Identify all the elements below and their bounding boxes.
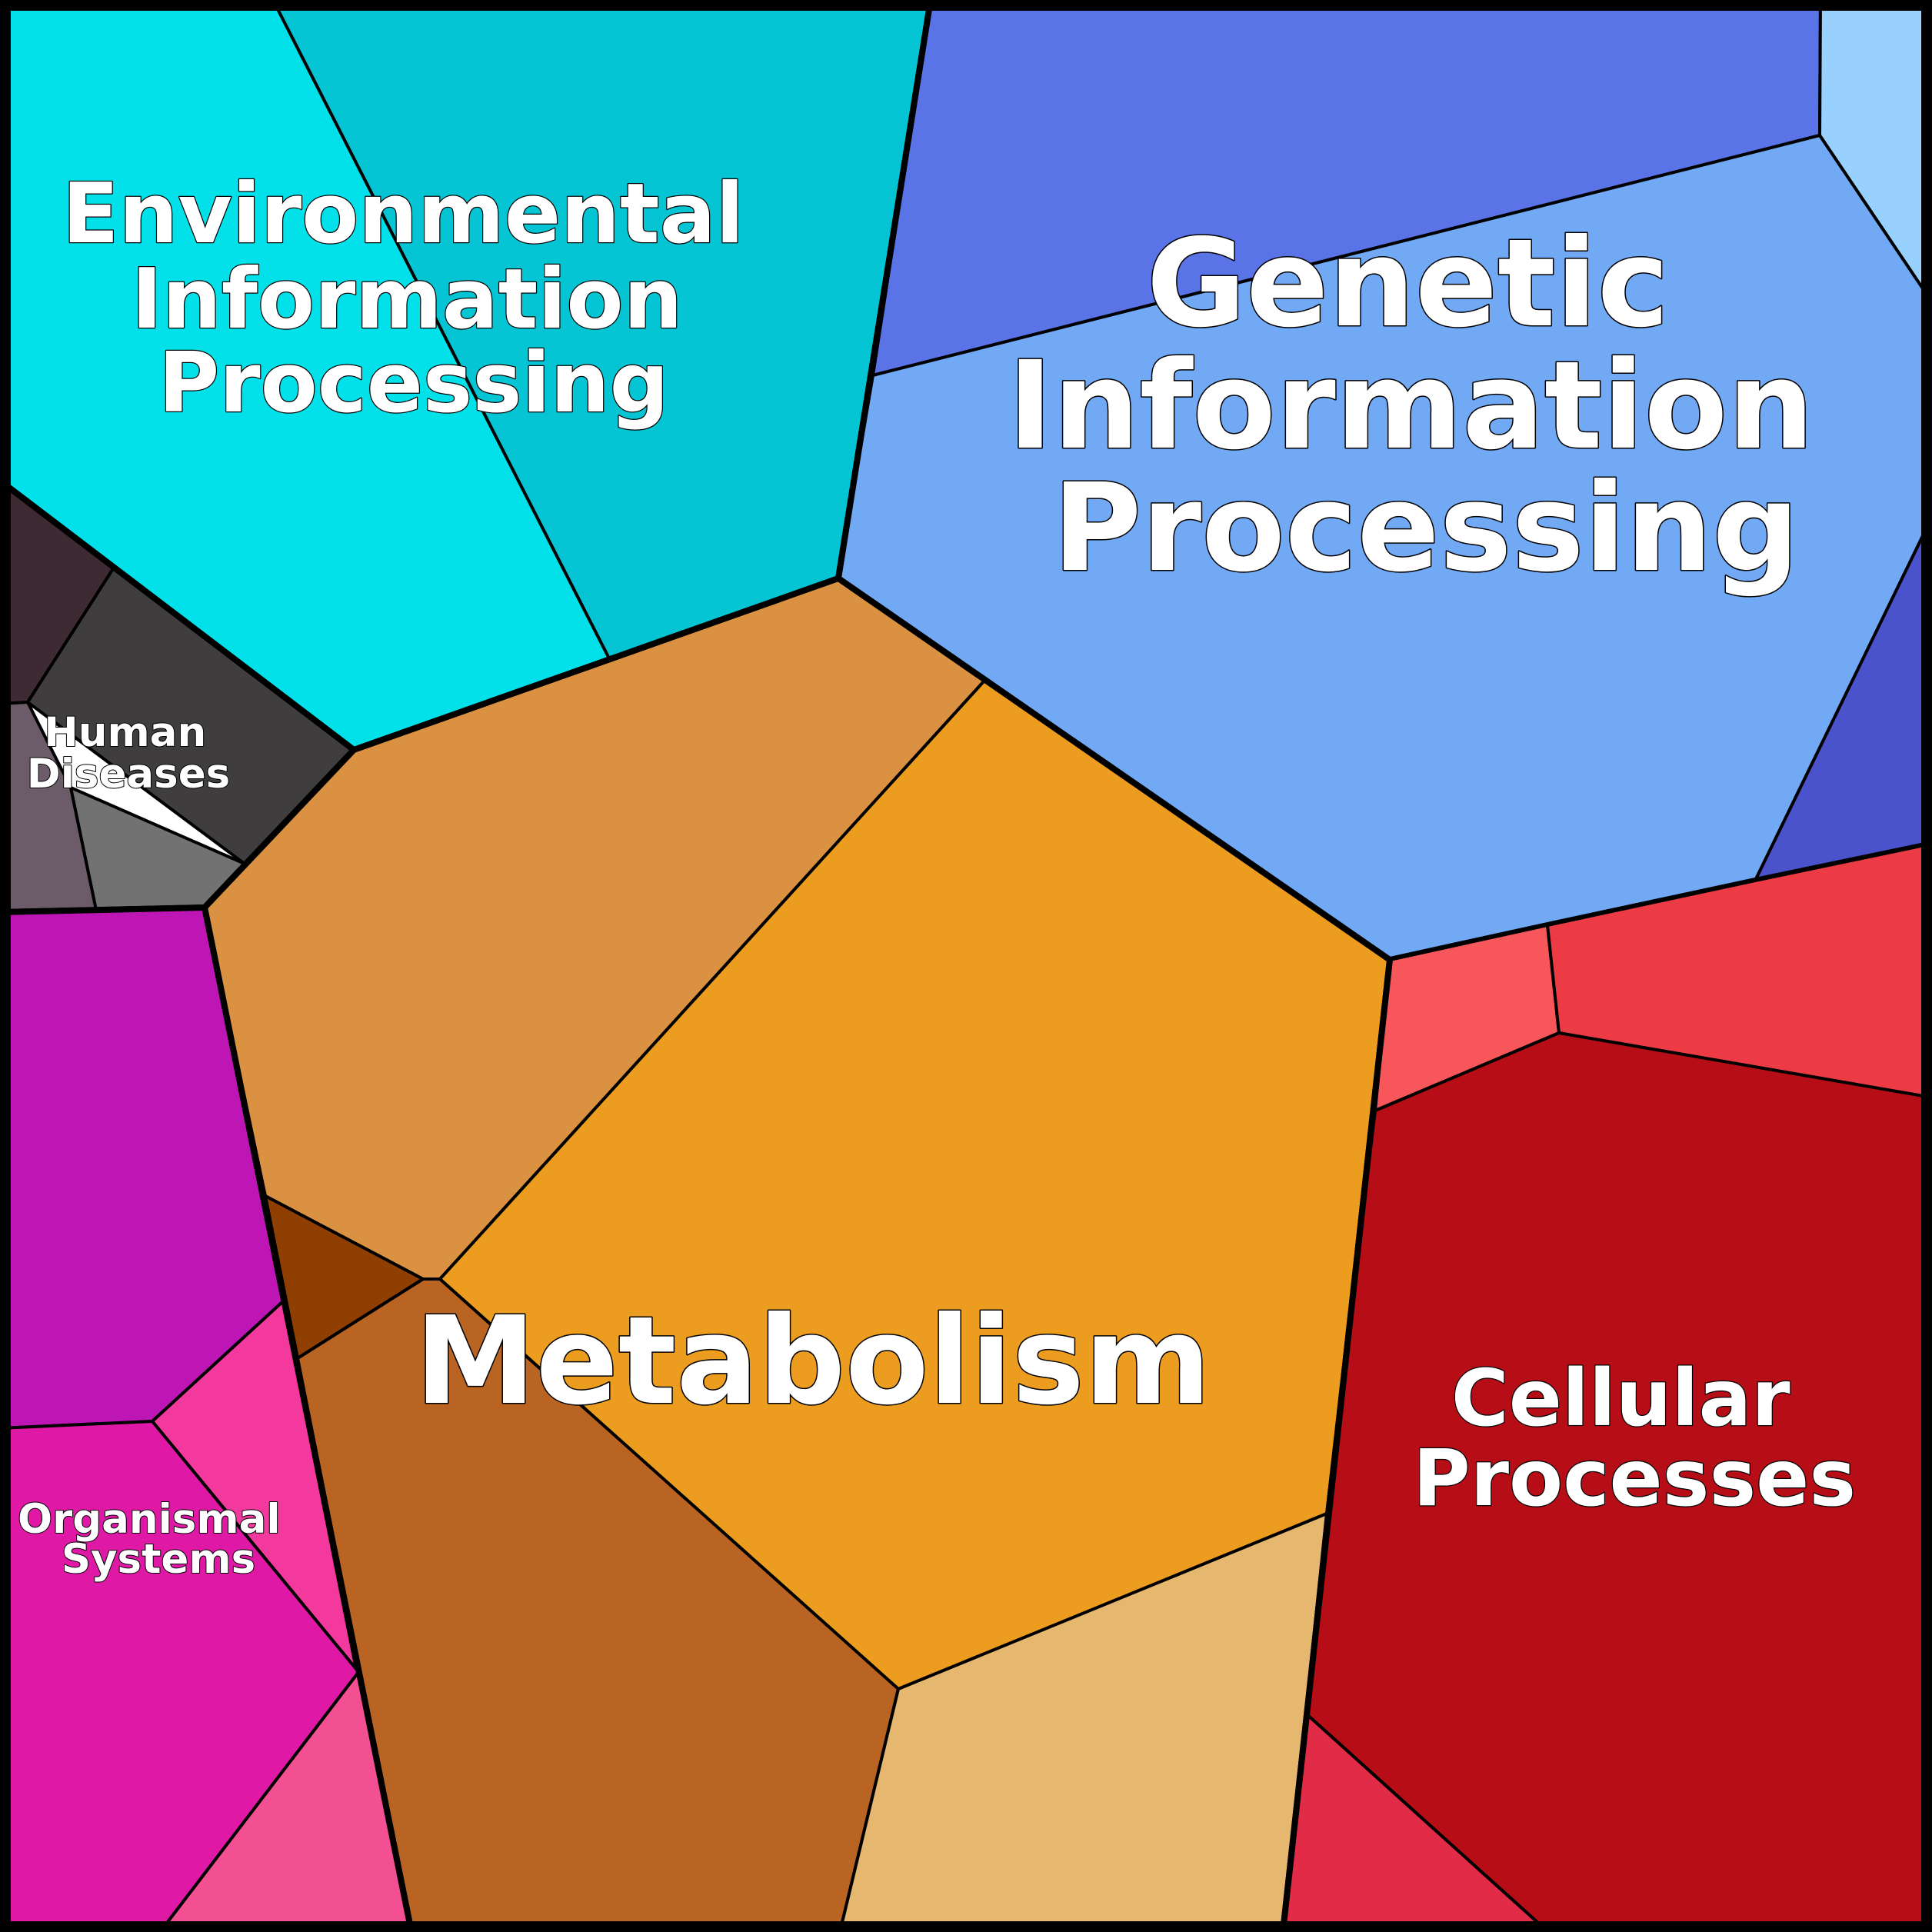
label-organismal-line-1: Organismal (18, 1496, 281, 1543)
label-organismal: Organismal Systems (18, 1496, 295, 1583)
label-cellular-line-1: Cellular (1451, 1353, 1790, 1444)
label-cellular-line-2: Processes (1413, 1433, 1856, 1524)
label-environmental-line-3: Processing (158, 335, 669, 431)
label-environmental-line-1: Environmental (62, 166, 744, 262)
label-environmental: Environmental Information Processing (62, 166, 773, 431)
metabolism-cell-5 (838, 1512, 1328, 1932)
label-organismal-line-2: Systems (62, 1536, 255, 1583)
cellular-outline (1280, 957, 1393, 1932)
cellular-cell-2 (1546, 842, 1932, 1099)
label-cellular: Cellular Processes (1413, 1353, 1856, 1524)
label-genetic: Genetic Information Processing (1008, 213, 1856, 599)
region-organismal (0, 904, 415, 1932)
region-metabolism (202, 575, 1393, 1932)
label-environmental-line-2: Information (132, 251, 683, 348)
region-cellular (1280, 842, 1932, 1932)
label-genetic-line-1: Genetic (1147, 213, 1670, 355)
label-genetic-line-3: Processing (1053, 458, 1800, 599)
genetic-cell-2 (1818, 0, 1932, 304)
organismal-outline (0, 904, 415, 1932)
label-human: Human Diseases (27, 709, 230, 798)
label-human-line-2: Diseases (27, 751, 230, 798)
label-genetic-line-2: Information (1008, 335, 1814, 477)
label-metabolism: Metabolism (415, 1291, 1211, 1432)
labels: Environmental Information Processing Gen… (17, 165, 1857, 1584)
label-metabolism-line-1: Metabolism (415, 1291, 1211, 1432)
label-human-line-1: Human (44, 709, 206, 756)
